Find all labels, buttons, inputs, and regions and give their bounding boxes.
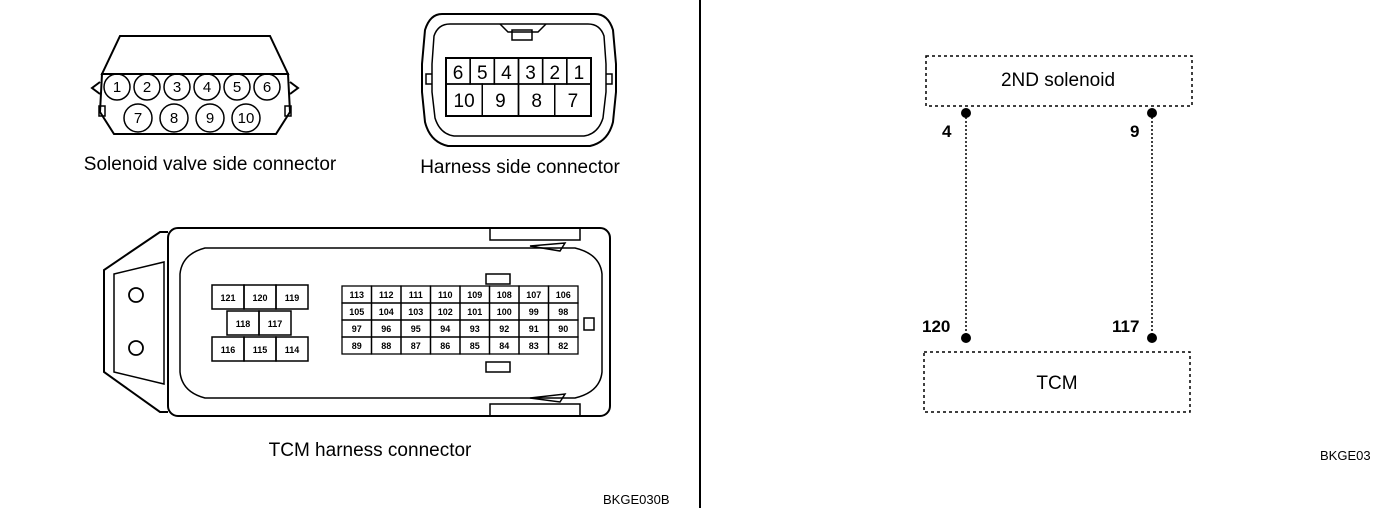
solenoid-connector-caption: Solenoid valve side connector <box>84 154 337 175</box>
tcm-pin-label: 87 <box>411 341 421 351</box>
tcm-pin-label: 93 <box>470 324 480 334</box>
tcm-pin-label: 97 <box>352 324 362 334</box>
solenoid-pin <box>103 73 131 101</box>
solenoid-pin <box>159 103 189 133</box>
harness-pin-label: 9 <box>495 91 506 112</box>
tcm-pin-label: 106 <box>556 290 571 300</box>
solenoid-pin <box>123 103 153 133</box>
tcm-pin-cell <box>275 336 309 362</box>
solenoid-pin-label: 6 <box>263 79 271 96</box>
tcm-box <box>923 351 1191 413</box>
solenoid-pin <box>133 73 161 101</box>
tcm-box-label: TCM <box>1036 373 1077 394</box>
solenoid-pin <box>195 103 225 133</box>
tcm-pin-label: 103 <box>408 307 423 317</box>
left-top-pin-label: 4 <box>942 122 952 141</box>
solenoid-pin <box>193 73 221 101</box>
tcm-pin-label: 94 <box>440 324 450 334</box>
tcm-pin-cell <box>275 284 309 310</box>
right-bottom-pin-label: 117 <box>1112 317 1139 336</box>
tcm-pin-label: 121 <box>220 293 235 303</box>
solenoid-pin <box>163 73 191 101</box>
tcm-pin-label: 101 <box>467 307 482 317</box>
tcm-pin-label: 96 <box>381 324 391 334</box>
figure-code-left: BKGE030B <box>603 492 670 507</box>
harness-pin-label: 6 <box>453 63 464 84</box>
solenoid-pin-label: 2 <box>143 79 151 96</box>
harness-pin-label: 10 <box>454 91 475 112</box>
tcm-pin-label: 105 <box>349 307 364 317</box>
tcm-pin-label: 99 <box>529 307 539 317</box>
harness-pin-label: 5 <box>477 63 488 84</box>
tcm-pin-label: 84 <box>499 341 509 351</box>
tcm-pin-label: 115 <box>253 345 268 355</box>
circuit-schematic: 2ND solenoid TCM 4 9 120 117 <box>922 55 1193 413</box>
solenoid-pin-label: 5 <box>233 79 241 96</box>
tcm-pin-label: 89 <box>352 341 362 351</box>
solenoid-pin-label: 3 <box>173 79 181 96</box>
tcm-pin-label: 85 <box>470 341 480 351</box>
tcm-pin-label: 82 <box>558 341 568 351</box>
harness-pin-label: 4 <box>501 63 512 84</box>
left-bottom-pin-label: 120 <box>922 317 950 336</box>
solenoid-pin <box>253 73 281 101</box>
tcm-pin-label: 116 <box>221 345 236 355</box>
solenoid-pin-label: 9 <box>206 110 214 127</box>
tcm-pin-label: 91 <box>529 324 539 334</box>
tcm-pin-label: 104 <box>379 307 394 317</box>
tcm-pin-label: 109 <box>467 290 482 300</box>
tcm-pin-label: 95 <box>411 324 421 334</box>
harness-connector-caption: Harness side connector <box>420 157 620 178</box>
tcm-pin-label: 86 <box>440 341 450 351</box>
solenoid-pin-label: 8 <box>170 110 178 127</box>
solenoid-pin-label: 7 <box>134 110 142 127</box>
tcm-pin-label: 83 <box>529 341 539 351</box>
tcm-pin-label: 110 <box>438 290 453 300</box>
tcm-pin-label: 102 <box>438 307 453 317</box>
tcm-pin-cell <box>547 336 579 355</box>
solenoid-pin <box>231 103 261 133</box>
harness-pin-label: 7 <box>568 91 579 112</box>
solenoid-box <box>925 55 1193 107</box>
harness-pin-label: 1 <box>574 63 585 84</box>
tcm-pin-label: 120 <box>252 293 267 303</box>
left-bottom-terminal <box>961 333 971 343</box>
solenoid-pin-label: 4 <box>203 79 211 96</box>
tcm-pin-label: 100 <box>497 307 512 317</box>
right-top-terminal <box>1147 108 1157 118</box>
tcm-pin-label: 108 <box>497 290 512 300</box>
tcm-connector-caption: TCM harness connector <box>269 440 472 461</box>
tcm-pin-label: 112 <box>379 290 394 300</box>
tcm-pin-label: 114 <box>285 345 300 355</box>
solenoid-pin-label: 1 <box>113 79 121 96</box>
solenoid-valve-connector: 1 2 3 4 5 6 7 8 9 10 <box>90 35 300 135</box>
tcm-pin-label: 98 <box>558 307 568 317</box>
tcm-pin-label: 111 <box>409 290 423 300</box>
tcm-pin-label: 107 <box>526 290 541 300</box>
tcm-pin-label: 88 <box>381 341 391 351</box>
tcm-pin-label: 118 <box>236 319 251 329</box>
right-top-pin-label: 9 <box>1130 122 1139 141</box>
tcm-pin-label: 117 <box>268 319 283 329</box>
tcm-harness-connector: 121 120 119 118 117 116 115 114 113 112 111 110 109… <box>103 227 611 417</box>
tcm-pin-label: 92 <box>499 324 509 334</box>
harness-pin-cell <box>554 83 592 117</box>
tcm-pin-label: 90 <box>558 324 568 334</box>
right-bottom-terminal <box>1147 333 1157 343</box>
tcm-pin-label: 119 <box>285 293 300 303</box>
left-top-terminal <box>961 108 971 118</box>
harness-pin-label: 3 <box>525 63 536 84</box>
harness-pin-label: 8 <box>531 91 542 112</box>
solenoid-pin-label: 10 <box>238 110 255 127</box>
tcm-pin-label: 113 <box>349 290 364 300</box>
figure-code-right: BKGE03 <box>1320 448 1371 463</box>
solenoid-box-label: 2ND solenoid <box>1001 70 1115 91</box>
harness-pin-label: 2 <box>549 63 560 84</box>
solenoid-pin <box>223 73 251 101</box>
tcm-pin-cell <box>258 310 292 336</box>
